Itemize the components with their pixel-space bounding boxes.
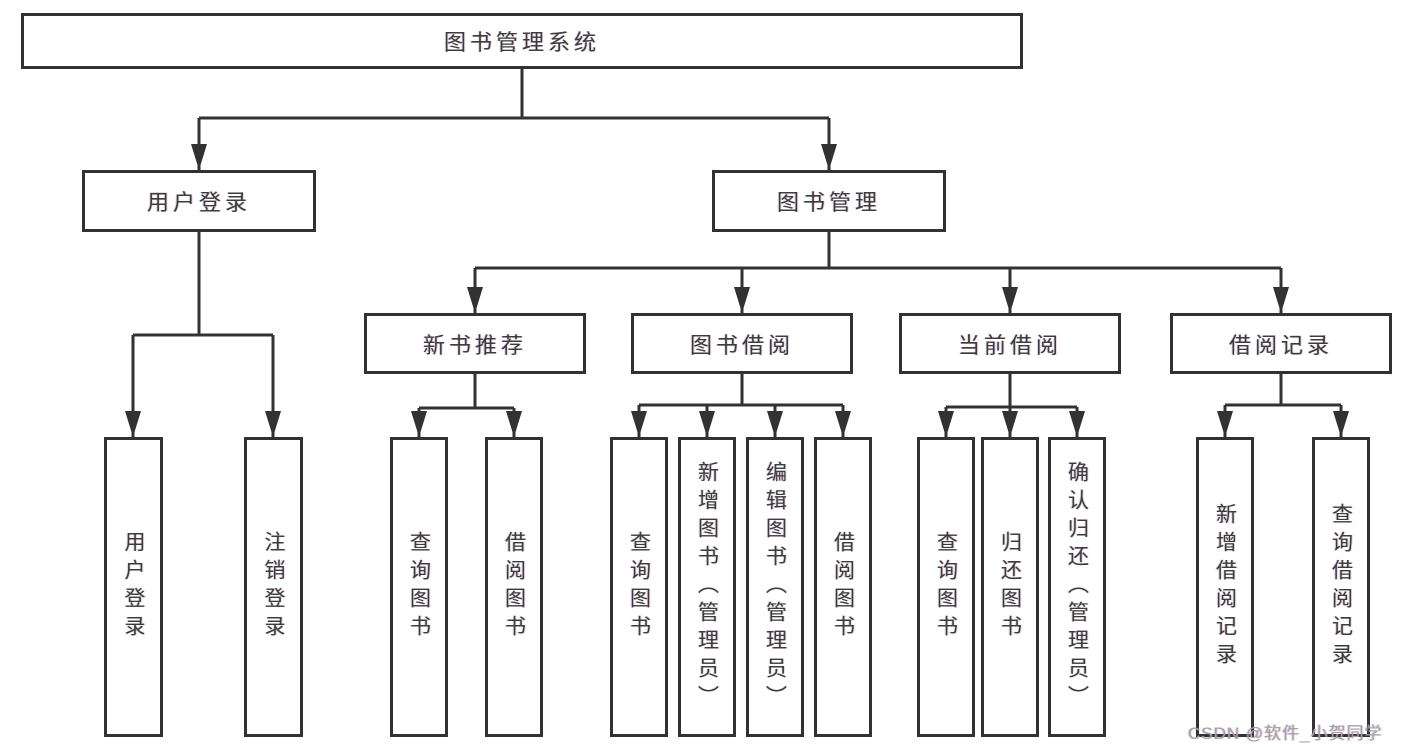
leaf-user-login: 用户登录 — [104, 437, 163, 737]
node-root-label: 图书管理系统 — [443, 30, 600, 55]
node-borrowing-records: 借阅记录 — [1170, 313, 1392, 374]
leaf-logout-login-label: 注销登录 — [262, 531, 285, 643]
node-book-borrowing: 图书借阅 — [631, 313, 853, 374]
leaf-query-books-borrow-label: 查询图书 — [627, 531, 651, 643]
leaf-query-books-current: 查询图书 — [917, 437, 975, 737]
node-new-book-recommend-label: 新书推荐 — [422, 332, 527, 358]
leaf-confirm-return-admin-label: 确认归还（管理员） — [1065, 461, 1089, 713]
leaf-query-borrow-record: 查询借阅记录 — [1312, 437, 1370, 737]
leaf-return-books: 归还图书 — [981, 437, 1039, 737]
node-new-book-recommend: 新书推荐 — [364, 313, 586, 374]
leaf-return-books-label: 归还图书 — [998, 531, 1022, 643]
leaf-add-borrow-record: 新增借阅记录 — [1196, 437, 1254, 737]
leaf-edit-books-admin-label: 编辑图书（管理员） — [763, 461, 787, 713]
watermark: CSDN @软件_小贺同学 — [1188, 724, 1383, 743]
leaf-add-books-admin-label: 新增图书（管理员） — [695, 461, 719, 713]
leaf-borrow-books-label: 借阅图书 — [831, 531, 855, 643]
node-root: 图书管理系统 — [21, 13, 1023, 69]
leaf-borrow-books-recommend-label: 借阅图书 — [502, 531, 526, 643]
node-book-borrowing-label: 图书借阅 — [689, 332, 794, 358]
leaf-query-books-borrow: 查询图书 — [610, 437, 668, 737]
node-borrowing-records-label: 借阅记录 — [1228, 332, 1333, 358]
arrowheads — [125, 144, 1349, 437]
leaf-add-books-admin: 新增图书（管理员） — [678, 437, 736, 737]
leaf-query-books-recommend-label: 查询图书 — [407, 531, 431, 643]
leaf-query-books-recommend: 查询图书 — [390, 437, 448, 737]
leaf-query-borrow-record-label: 查询借阅记录 — [1329, 503, 1353, 671]
node-book-management-label: 图书管理 — [776, 190, 881, 215]
node-user-login: 用户登录 — [82, 170, 316, 232]
leaf-borrow-books-recommend: 借阅图书 — [485, 437, 543, 737]
node-book-management: 图书管理 — [712, 170, 946, 232]
leaf-query-books-current-label: 查询图书 — [934, 531, 958, 643]
node-user-login-label: 用户登录 — [146, 190, 251, 215]
node-current-borrowing: 当前借阅 — [899, 313, 1121, 374]
node-current-borrowing-label: 当前借阅 — [957, 332, 1062, 358]
leaf-edit-books-admin: 编辑图书（管理员） — [746, 437, 804, 737]
leaf-add-borrow-record-label: 新增借阅记录 — [1213, 503, 1237, 671]
leaf-borrow-books: 借阅图书 — [814, 437, 872, 737]
leaf-user-login-label: 用户登录 — [122, 531, 145, 643]
leaf-confirm-return-admin: 确认归还（管理员） — [1048, 437, 1106, 737]
connector-trunks — [131, 69, 1343, 437]
leaf-logout-login: 注销登录 — [244, 437, 303, 737]
